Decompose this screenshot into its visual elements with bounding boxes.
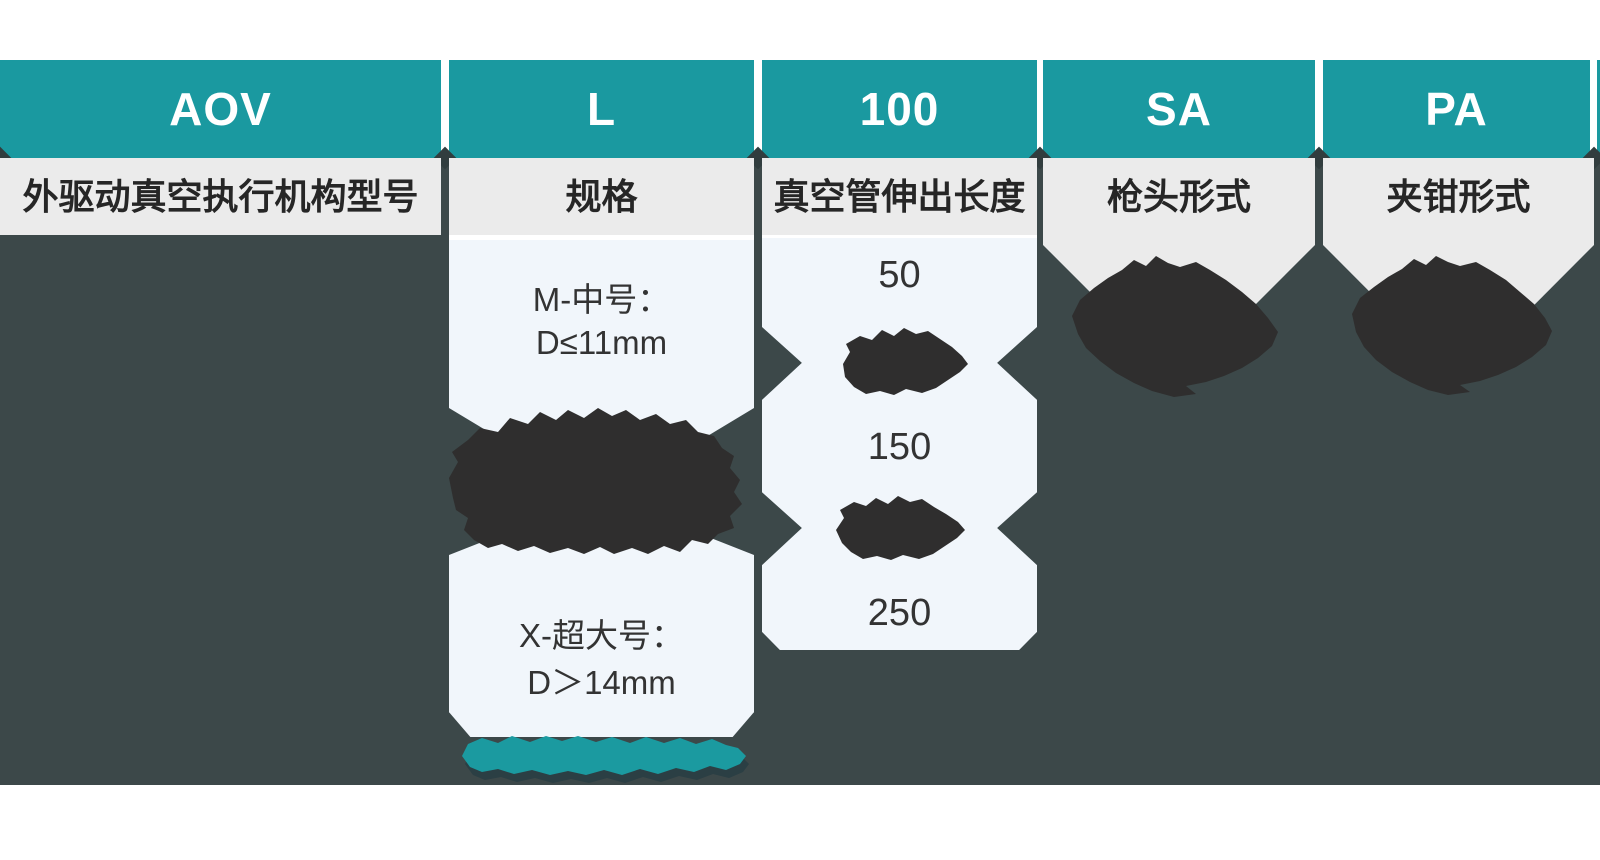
header-code-l: L (449, 60, 754, 158)
label-sa: 枪头形式 (1106, 176, 1251, 217)
label-l: 规格 (565, 176, 638, 217)
length-values-box (762, 238, 1037, 650)
header-code-pa: PA (1323, 60, 1590, 158)
label-box-100 (762, 158, 1037, 240)
option-m-line2: D≤11mm (535, 324, 668, 361)
label-aov: 外驱动真空执行机构型号 (22, 176, 419, 217)
header-code-aov: AOV (0, 60, 441, 158)
option-x-line2: D＞14mm (527, 664, 676, 701)
length-value-50: 50 (878, 254, 921, 296)
label-100: 真空管伸出长度 (773, 176, 1026, 217)
length-value-150: 150 (867, 426, 932, 468)
length-value-250: 250 (867, 592, 932, 634)
option-m-line1: M-中号： (532, 281, 671, 318)
label-box-l (449, 158, 754, 240)
label-pa: 夹钳形式 (1386, 176, 1531, 217)
label-box-aov (0, 158, 441, 235)
option-x-line1: X-超大号： (519, 617, 684, 654)
header-code-100: 100 (762, 60, 1037, 158)
header-truncated-sliver (1597, 60, 1600, 158)
header-code-sa: SA (1043, 60, 1315, 158)
